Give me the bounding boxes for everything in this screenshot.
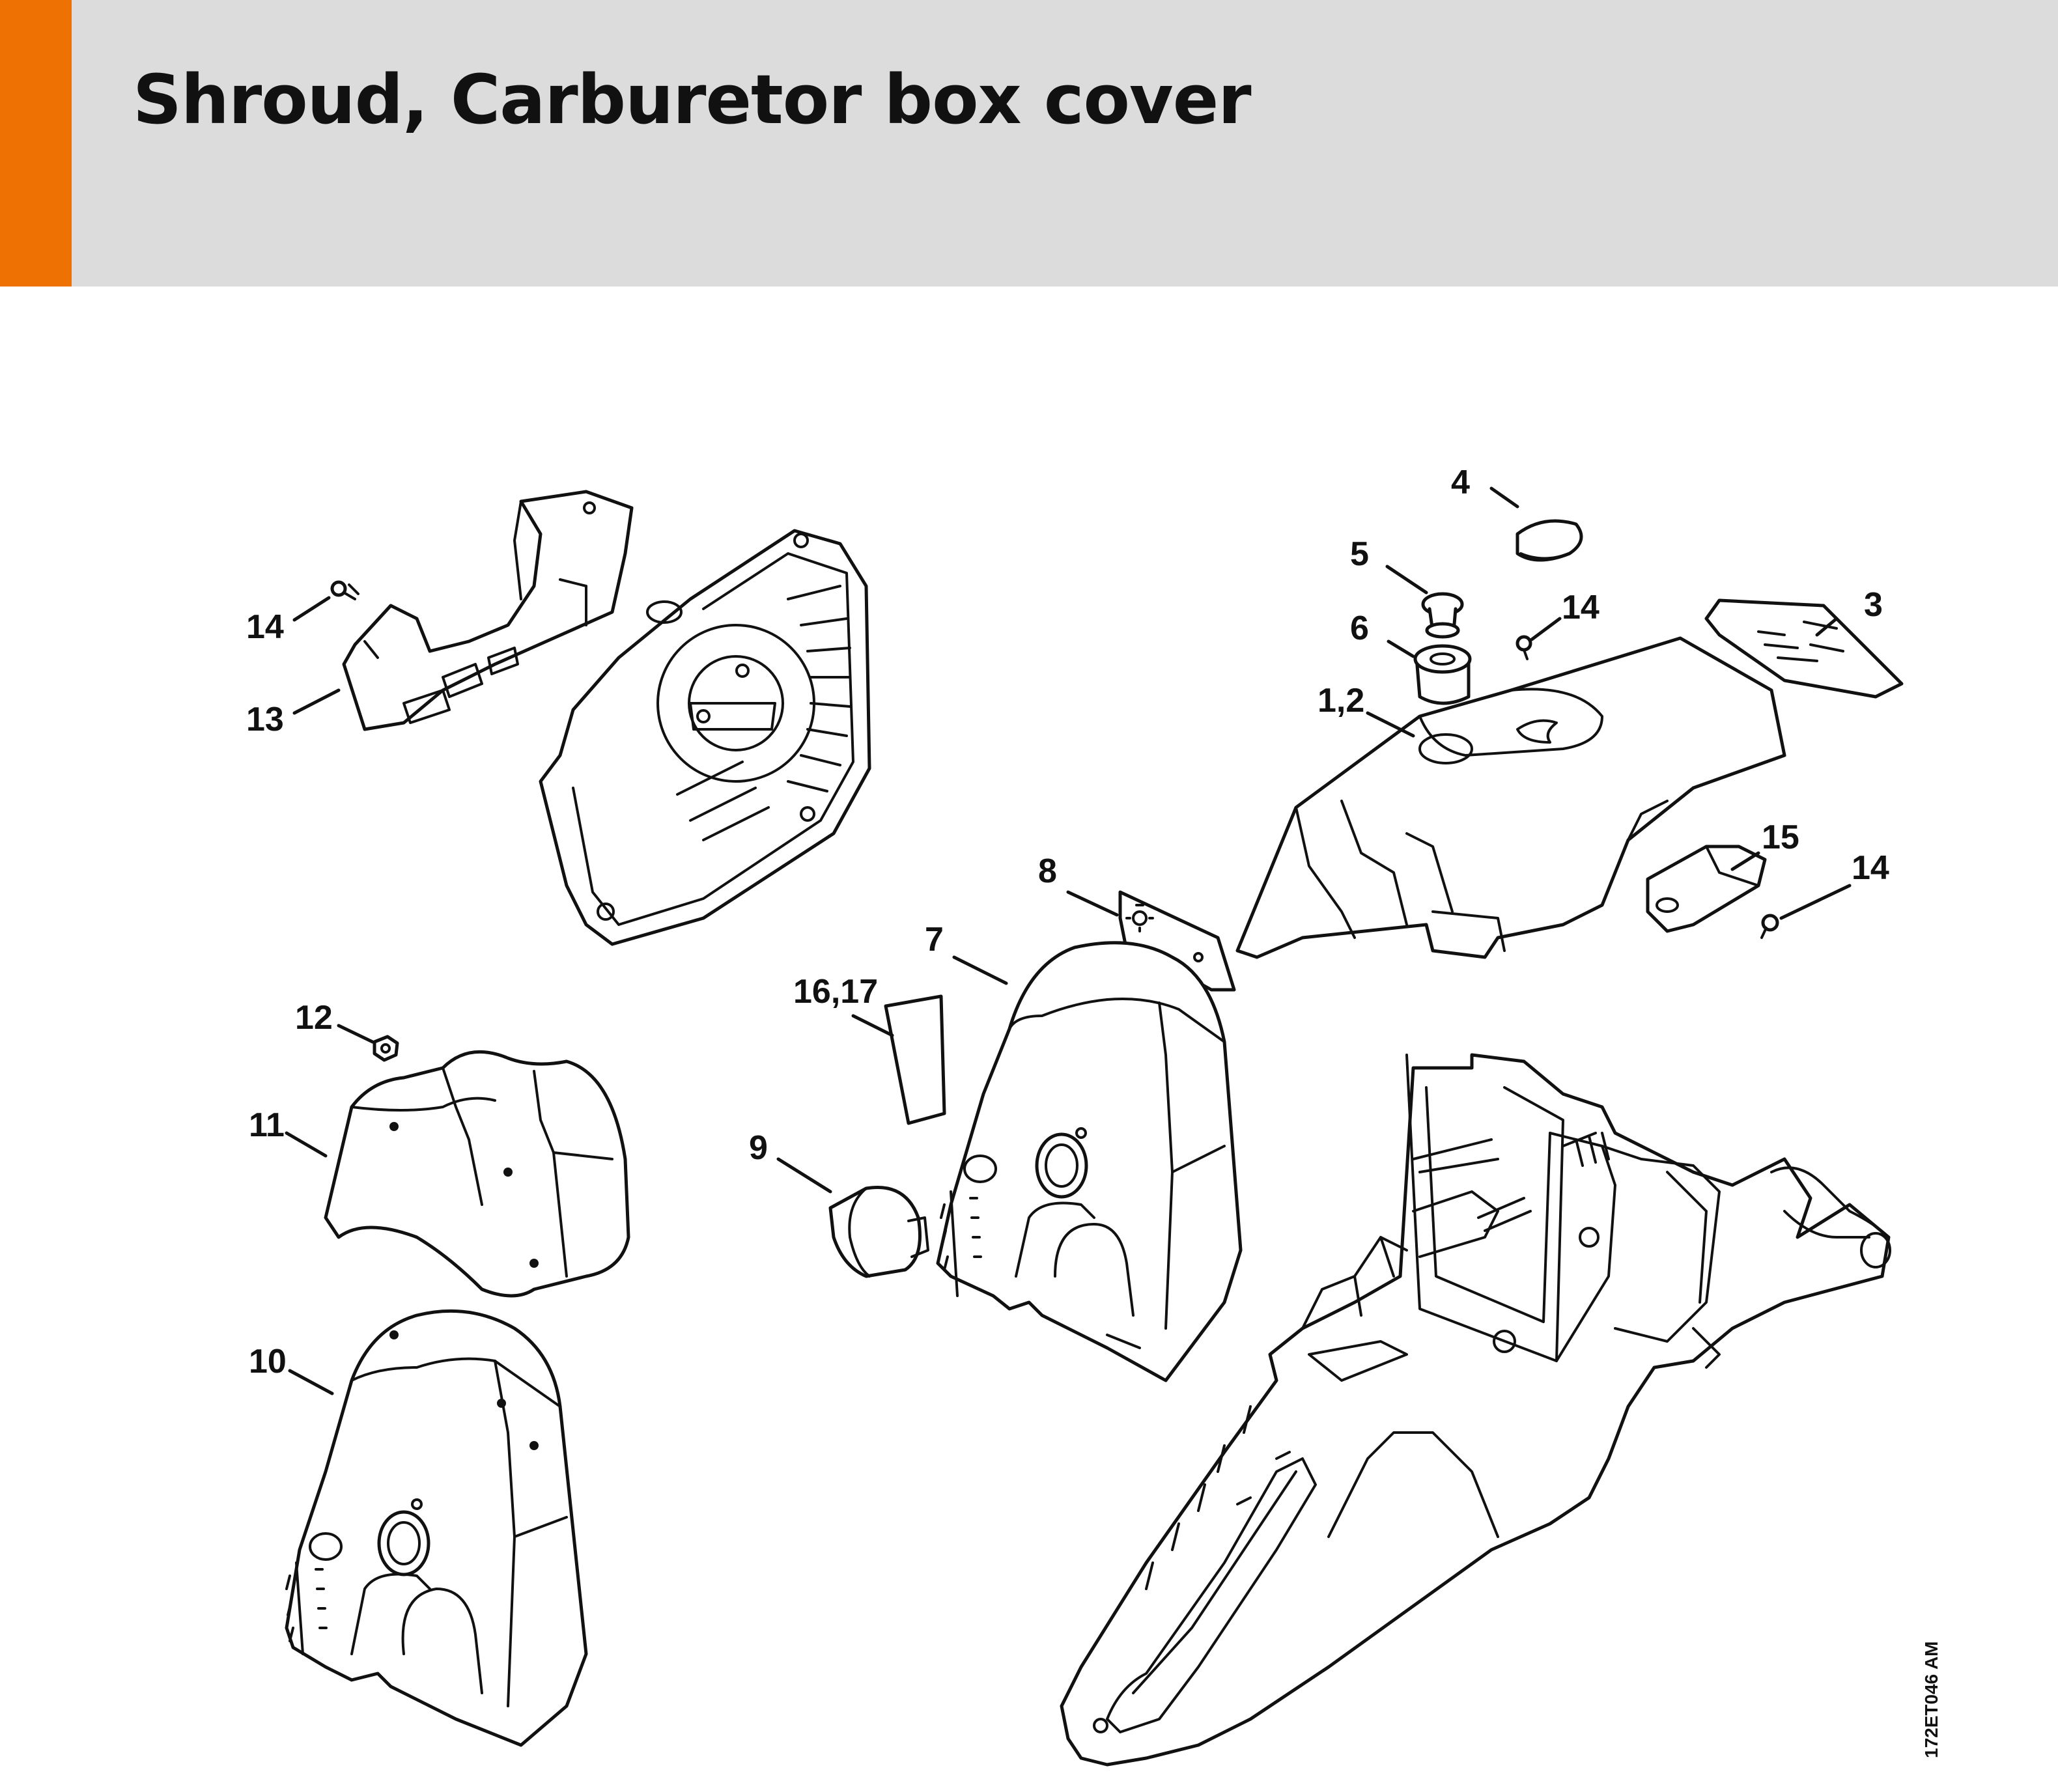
callout-14-right: 14 (1852, 849, 1889, 887)
crankcase-with-handle (1060, 1053, 1891, 1767)
page-title: Shroud, Carburetor box cover (133, 60, 1252, 139)
callout-16-17: 16,17 (793, 973, 878, 1011)
fan-housing (539, 529, 871, 946)
part-14-screw-a[interactable] (330, 580, 359, 600)
part-9-knob[interactable] (828, 1186, 929, 1278)
part-16-17-label[interactable] (884, 994, 946, 1125)
callout-15: 15 (1762, 819, 1799, 856)
part-7-shroud[interactable] (936, 941, 1243, 1382)
callout-8: 8 (1038, 852, 1057, 890)
part-14-screw-b[interactable] (1515, 635, 1532, 660)
callout-13: 13 (246, 701, 284, 738)
callout-3: 3 (1864, 586, 1883, 624)
callout-9: 9 (749, 1129, 768, 1167)
callout-labels: 4 5 6 14 3 1,2 15 14 8 7 16,17 9 14 13 1… (246, 464, 1889, 1380)
part-12-nut[interactable] (373, 1035, 399, 1062)
callout-11: 11 (249, 1106, 285, 1144)
part-5-grommet[interactable] (1421, 592, 1464, 639)
part-14-screw-c[interactable] (1760, 914, 1779, 939)
callout-4: 4 (1451, 464, 1470, 501)
part-1-2-carb-box-cover[interactable] (1235, 636, 1786, 959)
part-4-plug[interactable] (1515, 519, 1583, 562)
part-13-shroud[interactable] (342, 490, 634, 731)
accent-stripe (0, 0, 72, 287)
leader-lines (285, 486, 1852, 1395)
callout-14-top: 14 (1562, 589, 1600, 626)
callout-6: 6 (1350, 609, 1369, 647)
callout-10: 10 (249, 1343, 287, 1380)
callout-12: 12 (295, 999, 333, 1037)
callout-5: 5 (1350, 535, 1369, 573)
part-6-bushing[interactable] (1413, 644, 1472, 705)
callout-1-2: 1,2 (1318, 682, 1364, 720)
drawing-reference-code: 172ET046 AM (1921, 1642, 1941, 1759)
part-11-top-cover[interactable] (324, 1050, 630, 1298)
part-10-shroud[interactable] (285, 1309, 588, 1747)
header-bar: Shroud, Carburetor box cover (0, 0, 2058, 287)
callout-14-left: 14 (246, 608, 284, 646)
callout-7: 7 (925, 921, 944, 959)
exploded-parts-diagram: 4 5 6 14 3 1,2 15 14 8 7 16,17 9 14 13 1… (246, 464, 1941, 1767)
